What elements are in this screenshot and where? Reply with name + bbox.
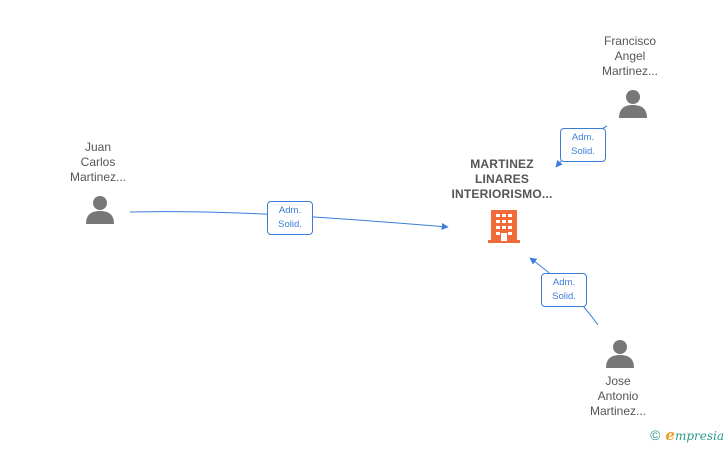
person-name-line: Antonio: [597, 389, 639, 403]
relation-label-line: Adm.: [278, 205, 302, 216]
person-name-line: Martinez...: [589, 404, 646, 418]
relation-label-line: Solid.: [552, 291, 576, 302]
person-name-line: Carlos: [80, 155, 116, 169]
company-name-line: LINARES: [474, 172, 530, 186]
brand-logo[interactable]: empresia: [665, 426, 724, 444]
person-name-jose[interactable]: Jose Antonio Martinez...: [563, 374, 673, 419]
person-name-francisco[interactable]: Francisco Angel Martinez...: [575, 34, 685, 79]
building-icon[interactable]: [487, 208, 521, 244]
person-name-juan[interactable]: Juan Carlos Martinez...: [43, 140, 153, 185]
company-name-line: MARTINEZ: [470, 157, 534, 171]
relation-label-jose[interactable]: Adm. Solid.: [541, 273, 587, 307]
relation-label-line: Adm.: [552, 277, 576, 288]
person-icon[interactable]: [605, 338, 635, 368]
person-name-line: Jose: [605, 374, 631, 388]
relation-label-line: Solid.: [278, 219, 302, 230]
person-name-line: Juan: [84, 140, 112, 154]
company-name[interactable]: MARTINEZ LINARES INTERIORISMO...: [432, 157, 572, 202]
relation-label-line: Solid.: [571, 146, 595, 157]
relation-label-francisco[interactable]: Adm. Solid.: [560, 128, 606, 162]
relation-label-juan[interactable]: Adm. Solid.: [267, 201, 313, 235]
person-name-line: Francisco: [603, 34, 656, 48]
person-name-line: Martinez...: [601, 64, 658, 78]
company-name-line: INTERIORISMO...: [451, 187, 553, 201]
copyright-icon: ©: [650, 427, 661, 443]
person-name-line: Angel: [614, 49, 646, 63]
brand-footer: © empresia: [650, 426, 724, 444]
brand-initial: e: [665, 426, 675, 444]
person-icon[interactable]: [618, 88, 648, 118]
person-icon[interactable]: [85, 194, 115, 224]
brand-name: mpresia: [674, 429, 724, 443]
relation-label-line: Adm.: [571, 132, 595, 143]
person-name-line: Martinez...: [69, 170, 126, 184]
